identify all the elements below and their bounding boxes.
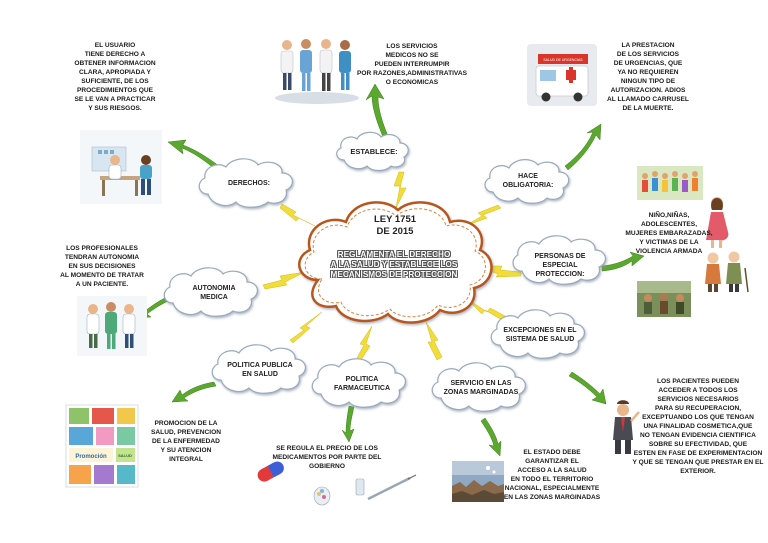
- text-pacientes: LOS PACIENTES PUEDEN ACCEDER A TODOS LOS…: [632, 378, 764, 475]
- presenter-man-image: [613, 400, 640, 454]
- cloud-derechos: [198, 158, 293, 208]
- cloud-politica-publica: [211, 344, 306, 394]
- text-usuario: EL USUARIO TIENE DERECHO A OBTENER INFOR…: [74, 42, 156, 112]
- arrow-icon: [564, 123, 602, 171]
- arrow-icon: [568, 371, 607, 405]
- cloud-establece: [336, 131, 409, 172]
- doctors-image: [275, 33, 359, 104]
- node-derechos: DERECHOS:: [227, 180, 270, 187]
- text-especial-proteccion: NIÑO,NIÑAS, ADOLESCENTES, MUJERES EMBARA…: [625, 212, 713, 255]
- consultation-image: [80, 130, 162, 204]
- violence-victims-image: [637, 281, 691, 317]
- pregnant-woman-image: [706, 197, 729, 248]
- medicine-image: [257, 461, 417, 506]
- marginal-zone-image: [452, 461, 504, 502]
- lightning-icon: [289, 311, 323, 344]
- lightning-icon: [425, 321, 443, 361]
- central-title: LEY 1751 DE 2015: [373, 214, 417, 237]
- cloud-nodes: [163, 131, 606, 412]
- text-servicios-medicos: LOS SERVICIOS MEDICOS NO SE PUEDEN INTER…: [356, 43, 468, 86]
- cloud-autonomia: [163, 267, 258, 317]
- medical-team-image: [77, 296, 147, 356]
- text-promocion: PROMOCION DE LA SALUD, PREVENCION DE LA …: [151, 420, 221, 463]
- text-urgencias: LA PRESTACION DE LOS SERVICIOS DE URGENC…: [607, 42, 689, 112]
- promotion-word-2: SALUD: [118, 453, 132, 458]
- arrow-icon: [171, 381, 217, 403]
- cloud-zonas: [431, 362, 526, 412]
- lightning-icon: [464, 204, 502, 227]
- lightning-icon: [465, 297, 506, 321]
- ambulance-sign-text: SALUD DE URGENCIAS: [543, 58, 583, 62]
- cloud-personas: [512, 235, 606, 285]
- cloud-hace-obligatoria: [484, 159, 570, 204]
- arrow-icon: [601, 251, 645, 272]
- ambulance-image: SALUD DE URGENCIAS: [527, 44, 597, 106]
- lightning-icon: [356, 325, 373, 361]
- promotion-word: Promoción: [75, 454, 107, 460]
- text-precio-medicamentos: SE REGULA EL PRECIO DE LOS MEDICAMENTOS …: [272, 445, 382, 470]
- lightning-icon: [393, 171, 407, 209]
- node-excepciones: EXCEPCIONES EN EL SISTEMA DE SALUD: [503, 327, 577, 343]
- arrow-icon: [480, 417, 502, 457]
- green-arrows: [135, 83, 645, 457]
- health-promotion-image: Promoción SALUD: [65, 404, 139, 488]
- node-personas-especial-proteccion: PERSONAS DE ESPECIAL PROTECCION:: [534, 253, 586, 278]
- node-autonomia-medica: AUTONOMIA MEDICA: [192, 285, 236, 301]
- text-profesionales: LOS PROFESIONALES TENDRAN AUTONOMIA EN S…: [60, 245, 144, 288]
- arrow-icon: [365, 83, 389, 138]
- central-subtitle: REGLAMENTA EL DERECHO A LA SALUD Y ESTAB…: [330, 250, 458, 279]
- children-image: [637, 166, 703, 200]
- text-estado: EL ESTADO DEBE GARANTIZAR EL ACCESO A LA…: [503, 449, 601, 501]
- node-zonas-marginadas: SERVICIO EN LAS ZONAS MARGINADAS: [443, 380, 519, 396]
- elderly-couple-image: [705, 251, 749, 293]
- node-establece: ESTABLECE:: [350, 147, 398, 156]
- central-cloud: [298, 201, 493, 324]
- cloud-farmaceutica: [311, 358, 406, 408]
- node-politica-publica: POLITICA PUBLICA EN SALUD: [227, 362, 293, 378]
- cloud-excepciones: [490, 309, 585, 359]
- node-hace-obligatoria: HACE OBLIGATORIA:: [502, 173, 554, 189]
- arrow-icon: [341, 405, 355, 443]
- node-politica-farmaceutica: POLITICA FARMACEUTICA: [334, 376, 390, 392]
- arrow-icon: [167, 139, 220, 171]
- lightning-icon: [279, 203, 316, 227]
- lightning-icon: [262, 271, 306, 290]
